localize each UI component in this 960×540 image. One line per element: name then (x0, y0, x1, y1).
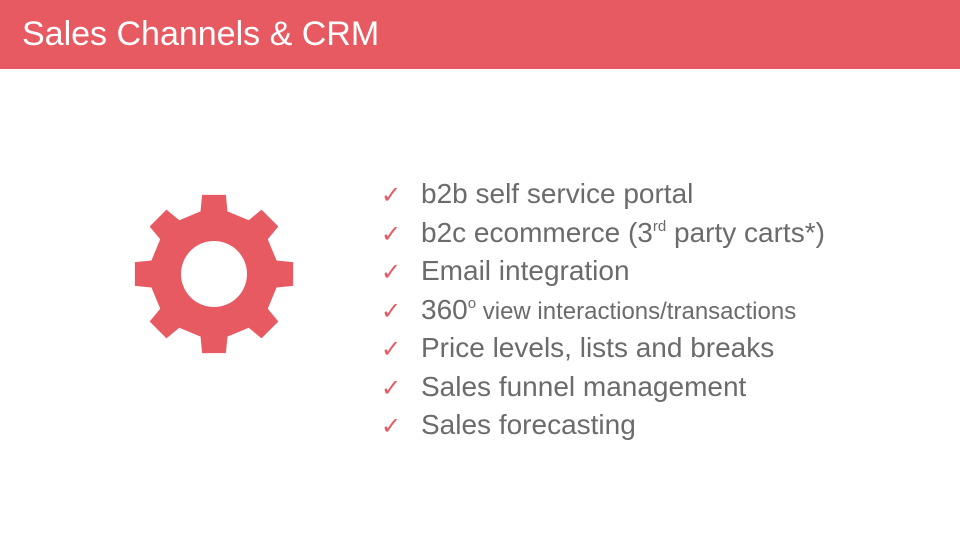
list-item: ✓ Price levels, lists and breaks (381, 329, 825, 368)
list-item-text-tail: party carts*) (666, 216, 825, 248)
ordinal-suffix: rd (652, 217, 667, 235)
check-icon: ✓ (381, 296, 402, 325)
list-item-text: b2b self service portal (421, 178, 694, 209)
list-item: ✓ b2c ecommerce (3rd party carts*) (381, 214, 825, 253)
check-icon: ✓ (381, 412, 402, 440)
list-item-text-tail: view interactions/transactions (476, 297, 797, 325)
list-item: ✓ b2b self service portal (381, 175, 825, 214)
list-item-text: 360 (421, 293, 468, 325)
gear-shape (134, 194, 294, 354)
list-item: ✓ Email integration (381, 252, 825, 291)
list-item-text: b2c ecommerce (3 (421, 216, 653, 248)
slide-title: Sales Channels & CRM (22, 15, 380, 53)
check-icon: ✓ (381, 181, 402, 209)
list-item-text: Email integration (421, 255, 630, 286)
list-item-text: Sales forecasting (421, 409, 636, 440)
check-icon: ✓ (381, 335, 402, 363)
check-icon: ✓ (381, 219, 402, 248)
check-icon: ✓ (381, 258, 402, 286)
gear-icon (134, 194, 294, 354)
check-icon: ✓ (381, 373, 402, 402)
list-item: ✓ 360o view interactions/transactions (381, 291, 825, 330)
title-bar: Sales Channels & CRM (0, 0, 960, 69)
feature-list: ✓ b2b self service portal ✓ b2c ecommerce … (381, 175, 825, 445)
list-item-text: Sales funnel management (421, 370, 747, 402)
list-item: ✓ Sales funnel management (381, 368, 825, 407)
list-item-text: Price levels, lists and breaks (421, 332, 775, 363)
degree-mark: o (467, 294, 477, 312)
list-item: ✓ Sales forecasting (381, 406, 825, 445)
